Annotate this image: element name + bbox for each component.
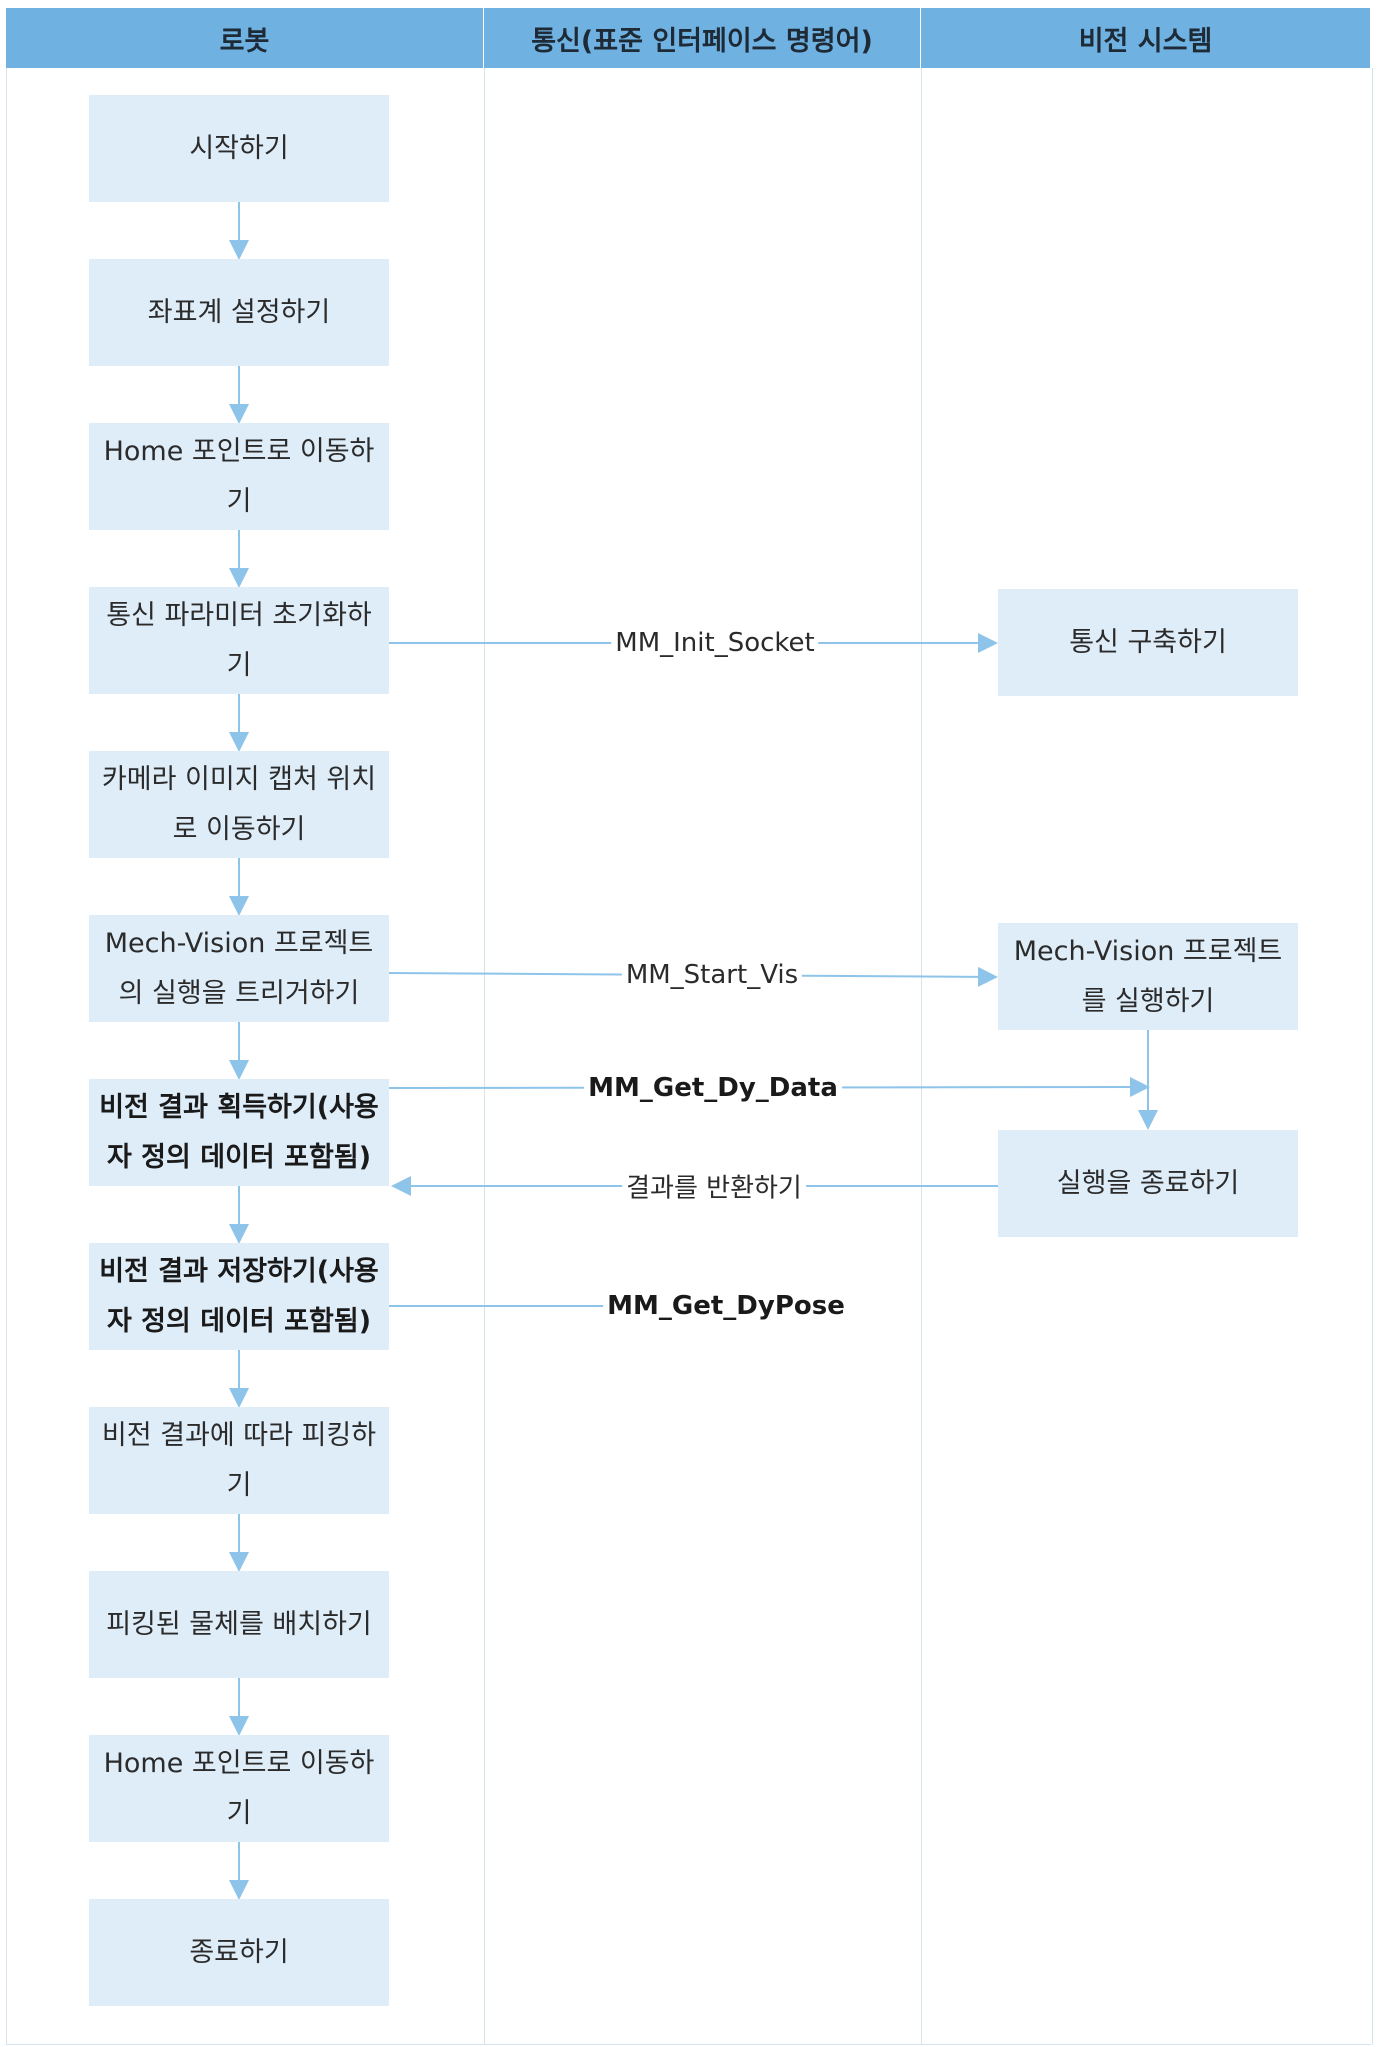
- lane-robot: [6, 68, 485, 2045]
- step-place-picked-object: 피킹된 물체를 배치하기: [89, 1571, 389, 1678]
- message-init-socket: MM_Init_Socket: [611, 628, 819, 658]
- step-move-to-home: Home 포인트로 이동하기: [89, 423, 389, 530]
- message-get-dy-data: MM_Get_Dy_Data: [584, 1073, 842, 1103]
- lane-vision-system: [921, 68, 1373, 2045]
- vision-step-run-project: Mech-Vision 프로젝트를 실행하기: [998, 923, 1298, 1030]
- step-set-coordinate-system: 좌표계 설정하기: [89, 259, 389, 366]
- vision-step-establish-comm: 통신 구축하기: [998, 589, 1298, 696]
- diagram-bottom-border: [6, 2044, 1371, 2045]
- message-start-vis: MM_Start_Vis: [621, 960, 803, 990]
- lane-header-communication: 통신(표준 인터페이스 명령어): [484, 8, 921, 68]
- vision-step-end-run: 실행을 종료하기: [998, 1130, 1298, 1237]
- message-return-result: 결과를 반환하기: [622, 1167, 806, 1205]
- step-move-to-capture-position: 카메라 이미지 캡처 위치로 이동하기: [89, 751, 389, 858]
- step-start: 시작하기: [89, 95, 389, 202]
- lane-communication: [484, 68, 922, 2045]
- step-pick-by-vision-result: 비전 결과에 따라 피킹하기: [89, 1407, 389, 1514]
- step-trigger-mech-vision: Mech-Vision 프로젝트의 실행을 트리거하기: [89, 915, 389, 1022]
- step-save-vision-result: 비전 결과 저장하기(사용자 정의 데이터 포함됨): [89, 1243, 389, 1350]
- step-end: 종료하기: [89, 1899, 389, 2006]
- message-get-dypose: MM_Get_DyPose: [603, 1291, 849, 1321]
- step-move-to-home-2: Home 포인트로 이동하기: [89, 1735, 389, 1842]
- lane-header-vision-system: 비전 시스템: [921, 8, 1371, 68]
- step-init-comm-params: 통신 파라미터 초기화하기: [89, 587, 389, 694]
- lane-header-robot: 로봇: [6, 8, 484, 68]
- step-get-vision-result: 비전 결과 획득하기(사용자 정의 데이터 포함됨): [89, 1079, 389, 1186]
